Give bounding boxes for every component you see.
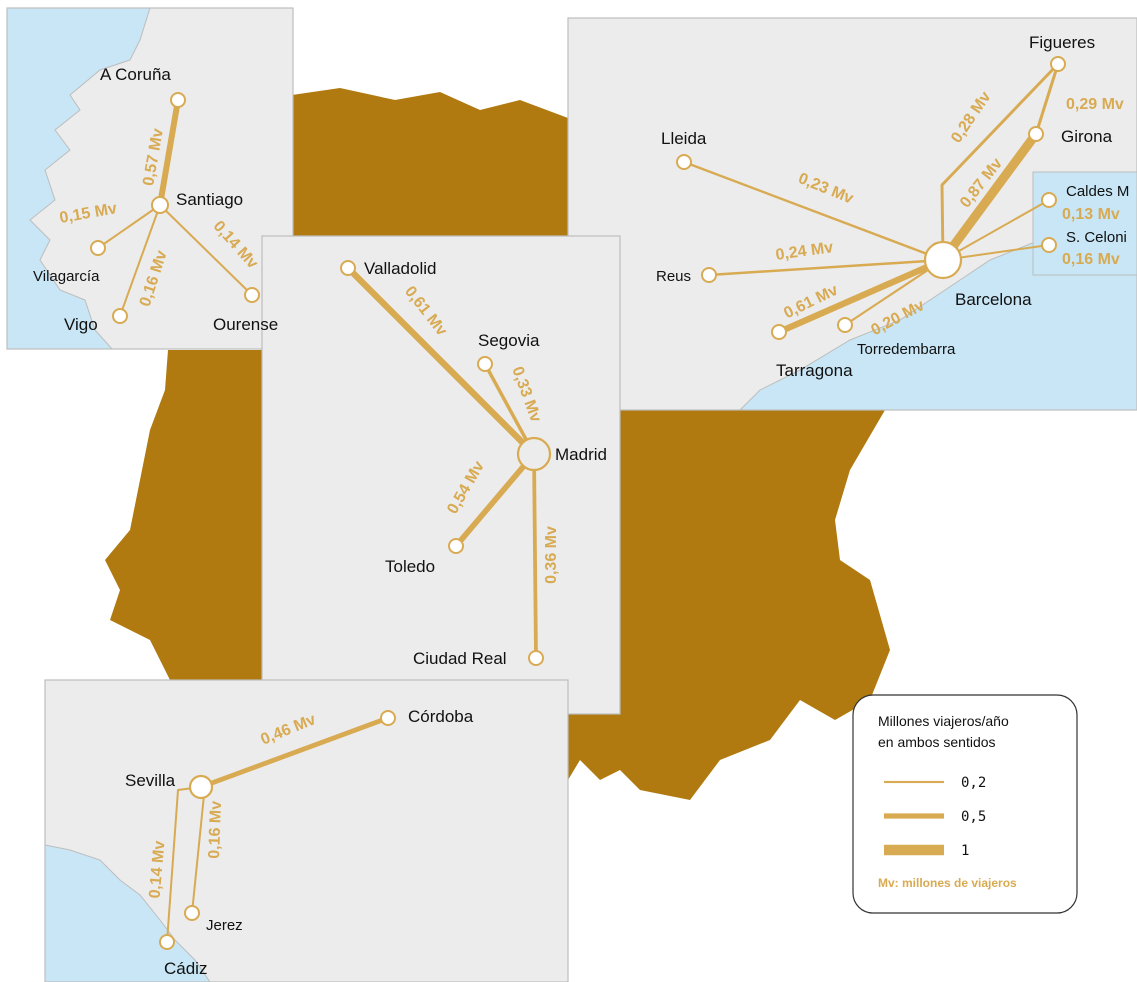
route-line-ourense-santiago xyxy=(159,204,253,296)
legend-title-line1: Millones viajeros/año xyxy=(878,713,1009,729)
legend-swatch-0 xyxy=(884,780,944,784)
city-marker-valladolid[interactable] xyxy=(340,260,356,276)
madrid-inset xyxy=(261,235,621,715)
legend-label-1: 0,5 xyxy=(961,809,986,825)
city-label-girona: Girona xyxy=(1061,127,1113,146)
city-marker-segovia[interactable] xyxy=(477,356,493,372)
city-marker-ourense[interactable] xyxy=(244,287,260,303)
route-line-torredembarra-barcelona xyxy=(844,259,944,326)
legend-note: Mv: millones de viajeros xyxy=(878,876,1017,890)
galicia-coastline xyxy=(29,7,294,350)
city-marker-reus[interactable] xyxy=(701,267,717,283)
city-marker-figueres[interactable] xyxy=(1050,56,1066,72)
city-label-reus: Reus xyxy=(656,268,691,285)
route-line-cordoba-sevilla xyxy=(200,715,389,790)
route-line-reus-barcelona xyxy=(708,258,944,277)
legend-title-line2: en ambos sentidos xyxy=(878,734,996,750)
route-line-vigo-santiago xyxy=(119,204,161,317)
city-label-a-coruna: A Coruña xyxy=(100,65,171,84)
andalucia-coastline xyxy=(44,679,569,982)
legend: Millones viajeros/año en ambos sentidos … xyxy=(852,694,1078,914)
city-label-torredembarra: Torredembarra xyxy=(857,341,956,358)
city-marker-sevilla[interactable] xyxy=(188,774,214,800)
route-label-cadiz-sevilla: 0,14 Mv xyxy=(147,840,169,899)
city-marker-girona[interactable] xyxy=(1028,126,1044,142)
city-label-ciudad-real: Ciudad Real xyxy=(413,649,507,668)
city-labels: A Coruña Santiago Vilagarcía Vigo Ourens… xyxy=(33,33,1129,978)
city-marker-cordoba[interactable] xyxy=(380,710,396,726)
city-marker-vilagarcia[interactable] xyxy=(90,240,106,256)
city-marker-caldes[interactable] xyxy=(1041,192,1057,208)
route-label-ciudadreal-madrid: 0,36 Mv xyxy=(543,526,560,584)
legend-swatch-2 xyxy=(884,844,944,856)
legend-label-0: 0,2 xyxy=(961,775,986,791)
legend-label-2: 1 xyxy=(961,843,969,859)
city-marker-cadiz[interactable] xyxy=(159,934,175,950)
route-line-coruna-santiago xyxy=(157,99,181,206)
route-line-lleida-barcelona xyxy=(683,160,944,262)
city-markers xyxy=(90,56,1066,950)
city-marker-a-coruna[interactable] xyxy=(170,92,186,108)
route-line-figueres-barcelona xyxy=(940,62,1060,261)
routes-layer xyxy=(97,62,1060,943)
city-label-cadiz: Cádiz xyxy=(164,959,207,978)
catalonia-panel-frame xyxy=(567,17,1137,411)
city-marker-ciudad-real[interactable] xyxy=(528,650,544,666)
legend-swatch-1 xyxy=(884,813,944,819)
city-marker-torredembarra[interactable] xyxy=(837,317,853,333)
city-marker-barcelona[interactable] xyxy=(923,240,963,280)
city-marker-jerez[interactable] xyxy=(184,905,200,921)
route-line-vilagarcia-santiago xyxy=(97,204,161,249)
city-marker-lleida[interactable] xyxy=(676,154,692,170)
route-label-jerez-sevilla: 0,16 Mv xyxy=(206,801,225,859)
city-label-toledo: Toledo xyxy=(385,557,435,576)
city-label-santiago: Santiago xyxy=(176,190,243,209)
city-label-caldes: Caldes M xyxy=(1066,183,1129,200)
city-label-sevilla: Sevilla xyxy=(125,771,176,790)
caldes-celoni-subpanel xyxy=(1032,171,1137,276)
route-line-tarragona-barcelona xyxy=(777,257,945,335)
route-line-caldes-barcelona xyxy=(942,199,1050,261)
legend-swatches xyxy=(884,780,944,856)
andalucia-inset xyxy=(44,679,569,982)
city-label-vigo: Vigo xyxy=(64,315,98,334)
city-marker-madrid[interactable] xyxy=(516,436,552,472)
city-label-segovia: Segovia xyxy=(478,331,540,350)
route-label-celoni-barcelona: 0,16 Mv xyxy=(1062,251,1120,268)
city-label-s-celoni: S. Celoni xyxy=(1066,229,1127,246)
city-label-jerez: Jerez xyxy=(206,917,243,934)
city-label-barcelona: Barcelona xyxy=(955,290,1032,309)
city-label-tarragona: Tarragona xyxy=(776,361,853,380)
galicia-panel-frame xyxy=(6,7,294,350)
city-label-vilagarcia: Vilagarcía xyxy=(33,268,100,285)
city-label-ourense: Ourense xyxy=(213,315,278,334)
city-marker-toledo[interactable] xyxy=(448,538,464,554)
legend-box xyxy=(852,694,1078,914)
city-marker-tarragona[interactable] xyxy=(771,324,787,340)
city-marker-s-celoni[interactable] xyxy=(1041,237,1057,253)
madrid-panel-background xyxy=(262,236,620,714)
catalonia-inset xyxy=(567,17,1137,411)
city-label-lleida: Lleida xyxy=(661,129,707,148)
andalucia-panel-frame xyxy=(44,679,569,982)
route-line-girona-barcelona xyxy=(939,131,1040,263)
city-marker-santiago[interactable] xyxy=(151,196,169,214)
route-line-ciudadreal-madrid xyxy=(532,453,538,659)
city-label-valladolid: Valladolid xyxy=(364,259,436,278)
city-label-figueres: Figueres xyxy=(1029,33,1095,52)
route-line-valladolid-madrid xyxy=(345,265,537,457)
route-line-toledo-madrid xyxy=(453,452,537,548)
route-line-figueres-girona xyxy=(1034,63,1060,135)
city-marker-vigo[interactable] xyxy=(112,308,128,324)
route-label-caldes-barcelona: 0,13 Mv xyxy=(1062,206,1120,223)
route-label-figueres-girona: 0,29 Mv xyxy=(1066,96,1124,113)
city-label-madrid: Madrid xyxy=(555,445,607,464)
city-label-cordoba: Córdoba xyxy=(408,707,474,726)
